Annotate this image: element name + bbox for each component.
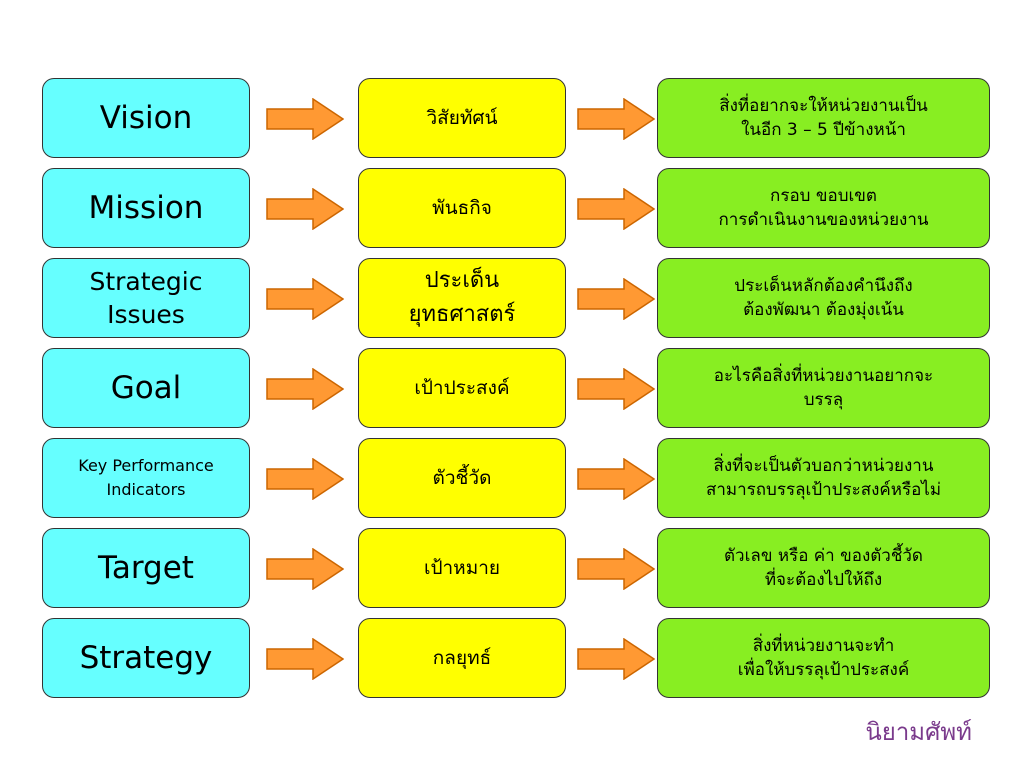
arrow-right-icon <box>266 638 344 680</box>
term-box-vision: Vision <box>42 78 250 158</box>
arrow-right-icon <box>266 278 344 320</box>
term-label: Indicators <box>106 480 186 499</box>
thai-box-goal: เป้าประสงค์ <box>358 348 566 428</box>
thai-box-vision: วิสัยทัศน์ <box>358 78 566 158</box>
desc-line: สิ่งที่จะเป็นตัวบอกว่าหน่วยงาน <box>713 456 934 476</box>
term-label: Key Performance <box>78 456 214 475</box>
term-label: Vision <box>99 100 193 136</box>
thai-label: พันธกิจ <box>432 197 492 219</box>
term-box-kpi: Key Performance Indicators <box>42 438 250 518</box>
desc-box-goal: อะไรคือสิ่งที่หน่วยงานอยากจะ บรรลุ <box>657 348 990 428</box>
desc-line: กรอบ ขอบเขต <box>770 186 877 206</box>
arrow-right-icon <box>577 638 655 680</box>
slide-caption: นิยามศัพท์ <box>865 718 972 746</box>
desc-line: สามารถบรรลุเป้าประสงค์หรือไม่ <box>705 480 942 500</box>
desc-box-vision: สิ่งที่อยากจะให้หน่วยงานเป็น ในอีก 3 – 5… <box>657 78 990 158</box>
term-label: Target <box>98 550 194 586</box>
arrow-right-icon <box>266 458 344 500</box>
thai-box-target: เป้าหมาย <box>358 528 566 608</box>
thai-box-mission: พันธกิจ <box>358 168 566 248</box>
arrow-right-icon <box>266 188 344 230</box>
row-vision: Vision วิสัยทัศน์ สิ่งที่อยากจะให้หน่วยง… <box>0 78 1024 160</box>
thai-label: วิสัยทัศน์ <box>426 107 498 129</box>
row-strategic-issues: Strategic Issues ประเด็น ยุทธศาสตร์ ประเ… <box>0 258 1024 340</box>
arrow-right-icon <box>266 548 344 590</box>
row-mission: Mission พันธกิจ กรอบ ขอบเขต การดำเนินงาน… <box>0 168 1024 250</box>
term-label: Goal <box>110 370 182 406</box>
thai-label: เป้าหมาย <box>423 557 501 579</box>
arrow-right-icon <box>577 458 655 500</box>
arrow-right-icon <box>577 548 655 590</box>
thai-label: เป้าประสงค์ <box>414 377 510 399</box>
thai-box-strategy: กลยุทธ์ <box>358 618 566 698</box>
desc-line: ตัวเลข หรือ ค่า ของตัวชี้วัด <box>724 546 923 566</box>
term-box-strategic-issues: Strategic Issues <box>42 258 250 338</box>
desc-box-kpi: สิ่งที่จะเป็นตัวบอกว่าหน่วยงาน สามารถบรร… <box>657 438 990 518</box>
desc-box-strategy: สิ่งที่หน่วยงานจะทำ เพื่อให้บรรลุเป้าประ… <box>657 618 990 698</box>
desc-line: ต้องพัฒนา ต้องมุ่งเน้น <box>743 300 904 320</box>
arrow-right-icon <box>577 368 655 410</box>
arrow-right-icon <box>577 188 655 230</box>
desc-line: สิ่งที่หน่วยงานจะทำ <box>752 636 895 656</box>
arrow-right-icon <box>266 98 344 140</box>
desc-line: สิ่งที่อยากจะให้หน่วยงานเป็น <box>719 96 928 116</box>
term-box-strategy: Strategy <box>42 618 250 698</box>
arrow-right-icon <box>266 368 344 410</box>
desc-line: การดำเนินงานของหน่วยงาน <box>718 210 929 230</box>
term-box-goal: Goal <box>42 348 250 428</box>
arrow-right-icon <box>577 278 655 320</box>
desc-line: อะไรคือสิ่งที่หน่วยงานอยากจะ <box>713 366 934 386</box>
desc-box-strategic-issues: ประเด็นหลักต้องคำนึงถึง ต้องพัฒนา ต้องมุ… <box>657 258 990 338</box>
arrow-right-icon <box>577 98 655 140</box>
term-label: Strategic <box>89 267 203 296</box>
desc-line: ในอีก 3 – 5 ปีข้างหน้า <box>741 120 906 140</box>
thai-label: ประเด็น <box>424 268 500 293</box>
desc-line: เพื่อให้บรรลุเป้าประสงค์ <box>737 660 910 680</box>
thai-label: ยุทธศาสตร์ <box>408 302 516 327</box>
row-strategy: Strategy กลยุทธ์ สิ่งที่หน่วยงานจะทำ เพื… <box>0 618 1024 700</box>
term-label: Mission <box>88 190 204 226</box>
term-box-target: Target <box>42 528 250 608</box>
desc-line: ประเด็นหลักต้องคำนึงถึง <box>734 276 913 296</box>
desc-line: บรรลุ <box>803 390 844 410</box>
term-label: Strategy <box>79 640 213 676</box>
thai-box-kpi: ตัวชี้วัด <box>358 438 566 518</box>
row-target: Target เป้าหมาย ตัวเลข หรือ ค่า ของตัวชี… <box>0 528 1024 610</box>
term-box-mission: Mission <box>42 168 250 248</box>
term-label: Issues <box>107 300 185 329</box>
thai-label: ตัวชี้วัด <box>432 467 492 489</box>
desc-box-mission: กรอบ ขอบเขต การดำเนินงานของหน่วยงาน <box>657 168 990 248</box>
row-goal: Goal เป้าประสงค์ อะไรคือสิ่งที่หน่วยงานอ… <box>0 348 1024 430</box>
desc-box-target: ตัวเลข หรือ ค่า ของตัวชี้วัด ที่จะต้องไป… <box>657 528 990 608</box>
desc-line: ที่จะต้องไปให้ถึง <box>764 570 883 590</box>
row-kpi: Key Performance Indicators ตัวชี้วัด สิ่… <box>0 438 1024 520</box>
thai-label: กลยุทธ์ <box>432 647 492 669</box>
thai-box-strategic-issues: ประเด็น ยุทธศาสตร์ <box>358 258 566 338</box>
